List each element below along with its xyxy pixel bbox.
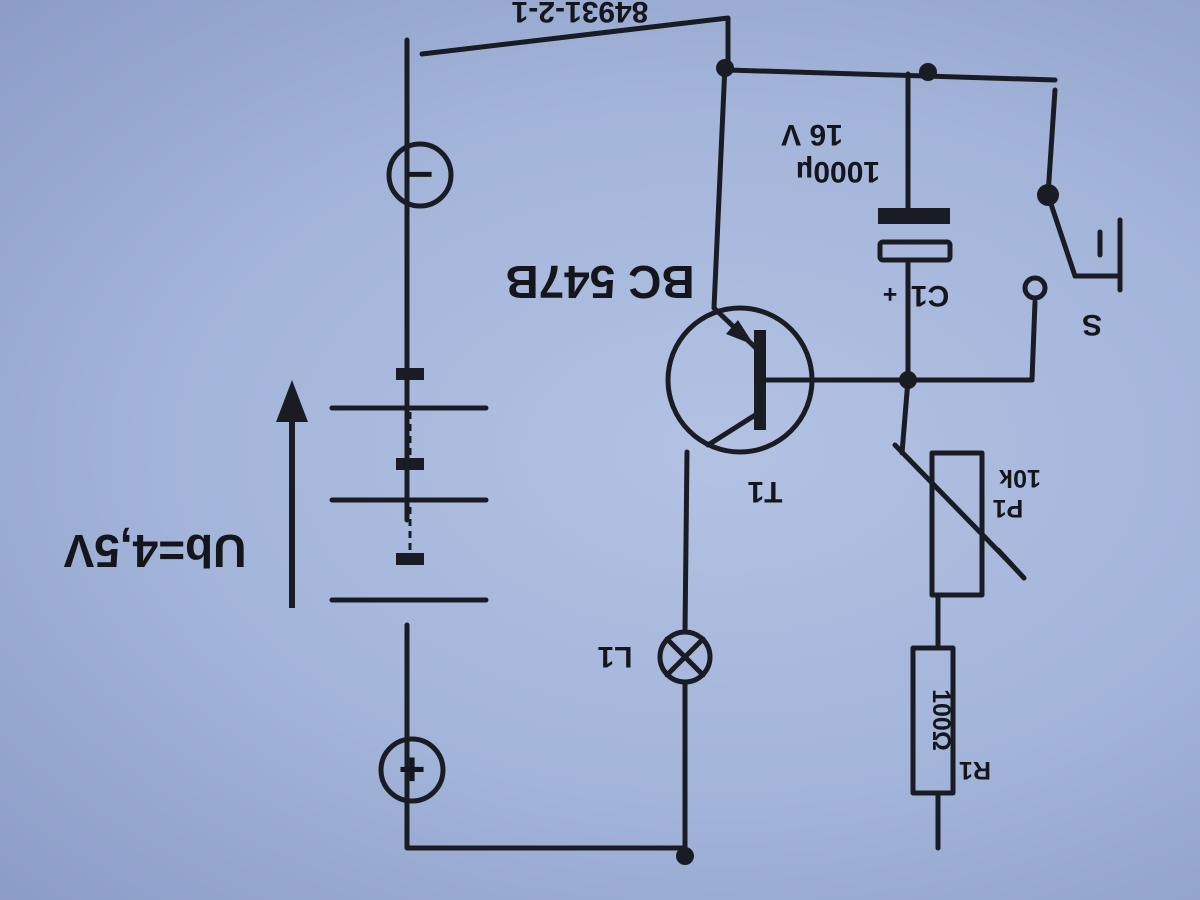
resistor-value: 100Ω — [927, 689, 955, 751]
potentiometer-p1-symbol — [892, 442, 1027, 598]
positive-terminal: + — [378, 736, 446, 804]
negative-sign: − — [407, 149, 434, 201]
figure-number: 84931-2-1 — [512, 0, 649, 28]
positive-sign: + — [399, 744, 426, 796]
negative-terminal: − — [386, 141, 454, 209]
battery-symbol — [329, 368, 489, 603]
capacitor-voltage: 16 V — [781, 118, 843, 151]
resistor-r1-symbol: 100Ω — [910, 645, 956, 796]
junction-dot — [676, 847, 694, 865]
switch-upper-wire — [1045, 87, 1058, 198]
capacitor-ref: C1 — [911, 279, 949, 312]
potentiometer-ref: P1 — [993, 494, 1024, 522]
switch-s-symbol — [1022, 184, 1123, 301]
switch-lower-wire — [905, 299, 1038, 383]
collector-wire — [711, 62, 728, 311]
capacitor-value: 1000µ — [796, 155, 880, 188]
pot-to-base-wire — [899, 377, 911, 456]
junction-dot — [919, 63, 937, 81]
resistor-ref: R1 — [959, 756, 991, 784]
potentiometer-value: 10k — [999, 464, 1041, 492]
lamp-to-emitter-wire — [682, 449, 690, 635]
capacitor-polarity: + — [883, 280, 898, 308]
voltage-arrow — [276, 380, 308, 608]
transistor-symbol — [665, 305, 823, 455]
transistor-type: BC 547B — [505, 256, 694, 308]
transistor-ref: T1 — [747, 475, 782, 508]
capacitor-c1-symbol — [877, 208, 953, 263]
bottom-rail-wire — [419, 15, 1058, 83]
lamp-ref: L1 — [597, 640, 632, 673]
switch-ref: S — [1082, 308, 1102, 341]
top-rail-wire — [404, 622, 688, 851]
junction-dot — [899, 371, 917, 389]
junction-dot — [716, 59, 734, 77]
lamp-symbol — [657, 629, 713, 685]
supply-voltage-label: Ub=4,5V — [63, 525, 246, 577]
